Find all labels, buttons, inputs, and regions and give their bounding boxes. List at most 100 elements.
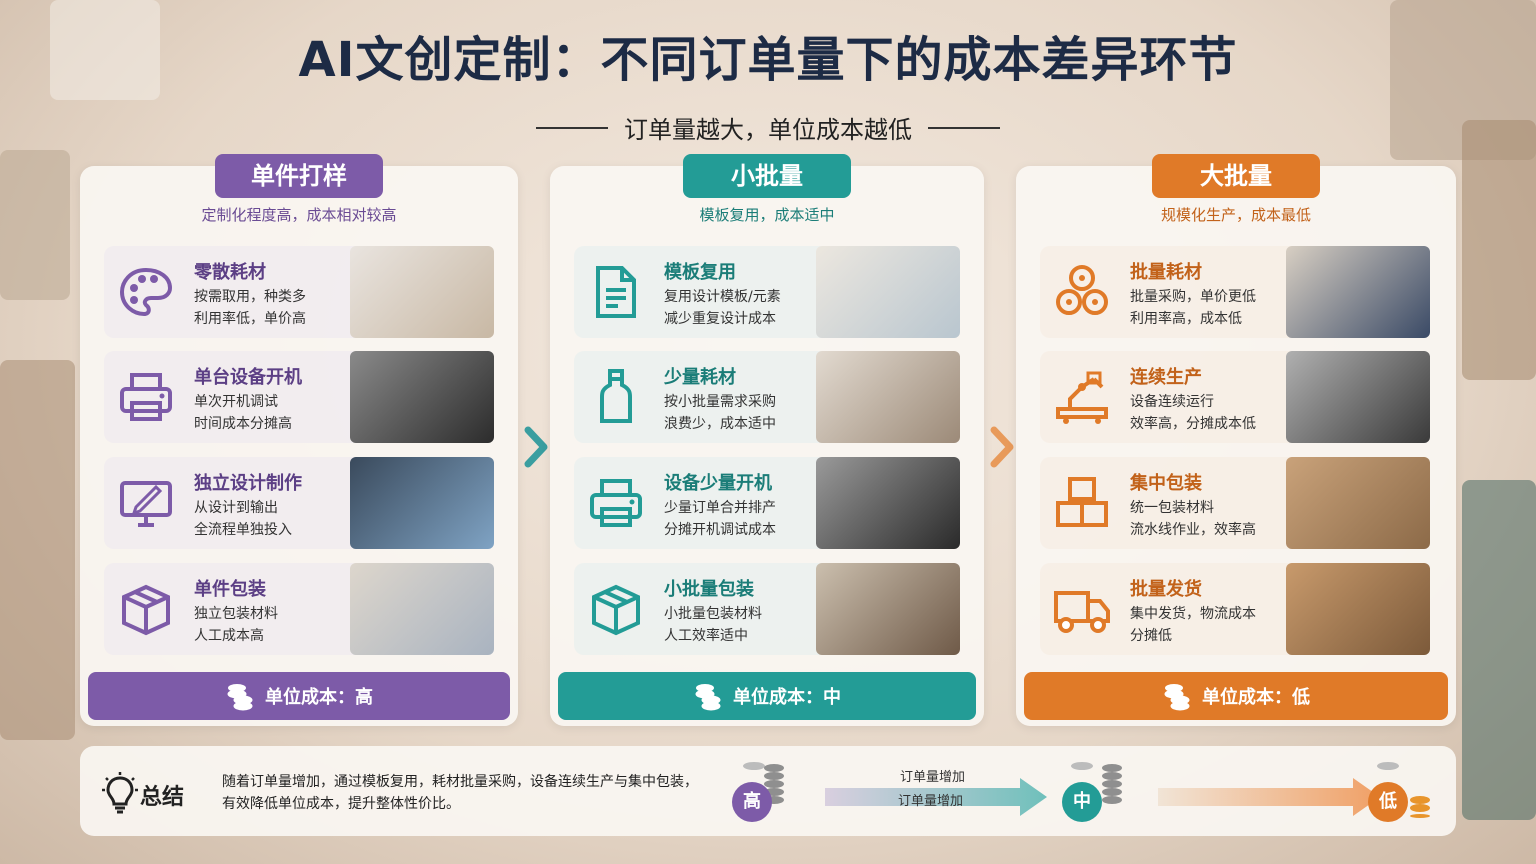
palette-icon [116, 262, 176, 322]
chevron-right-icon [990, 426, 1014, 468]
item-desc: 效率高，分摊成本低 [1130, 416, 1256, 432]
unit-cost-bar: 单位成本：中 [558, 672, 976, 720]
panel-tag: 单件打样 [215, 154, 383, 198]
unit-cost-bar: 单位成本：高 [88, 672, 510, 720]
item-name: 零散耗材 [194, 262, 266, 283]
item-desc: 分摊开机调试成本 [664, 522, 776, 538]
list-item: 模板复用 复用设计模板/元素 减少重复设计成本 [574, 246, 960, 338]
page-subtitle: 订单量越大，单位成本越低 [624, 116, 912, 144]
box-icon [116, 579, 176, 639]
photo-printer [816, 457, 960, 549]
item-desc: 少量订单合并排产 [664, 500, 776, 516]
photo-bulk-materials [1286, 246, 1430, 338]
subtitle-divider-left [536, 126, 608, 129]
subtitle-divider-right [928, 126, 1000, 129]
item-desc: 人工成本高 [194, 628, 264, 644]
item-desc: 减少重复设计成本 [664, 311, 776, 327]
flow-label: 订单量增加 [898, 794, 964, 809]
item-desc: 复用设计模板/元素 [664, 289, 781, 305]
truck-icon [1052, 579, 1112, 639]
item-desc: 利用率低，单价高 [194, 311, 306, 327]
panel-subtitle: 规模化生产，成本最低 [1160, 206, 1311, 224]
list-item: 独立设计制作 从设计到输出 全流程单独投入 [104, 457, 494, 549]
photo-shipping-boxes [1286, 563, 1430, 655]
item-desc: 集中发货，物流成本 [1130, 606, 1256, 622]
coins-icon [1162, 681, 1192, 711]
coin-stack-icon [1071, 762, 1122, 804]
panel-tag: 小批量 [683, 154, 851, 198]
unit-cost-label: 单位成本：中 [733, 687, 841, 708]
bottle-icon [586, 367, 646, 427]
item-desc: 人工效率适中 [664, 628, 748, 644]
photo-monitor [350, 457, 494, 549]
item-desc: 设备连续运行 [1130, 394, 1214, 410]
coin-stack-icon [1377, 762, 1430, 818]
printer-icon [116, 367, 176, 427]
panel-tag: 大批量 [1152, 154, 1320, 198]
summary-text: 随着订单量增加，通过模板复用，耗材批量采购，设备连续生产与集中包装， [222, 774, 698, 790]
panel-single-sample: 单件打样 定制化程度高，成本相对较高 零散耗材 按需取用，种类多 利用率低，单价… [80, 154, 518, 726]
document-icon [586, 262, 646, 322]
list-item: 零散耗材 按需取用，种类多 利用率低，单价高 [104, 246, 494, 338]
background-cutting-mat [1462, 480, 1536, 820]
item-desc: 利用率高，成本低 [1130, 311, 1242, 327]
item-name: 单件包装 [194, 579, 266, 600]
item-desc: 批量采购，单价更低 [1130, 289, 1256, 305]
unit-cost-label: 单位成本：高 [265, 687, 373, 708]
robot-arm-icon [1052, 367, 1112, 427]
photo-production-line [1286, 351, 1430, 443]
item-desc: 按小批量需求采购 [664, 394, 776, 410]
list-item: 单件包装 独立包装材料 人工成本高 [104, 563, 494, 655]
item-desc: 从设计到输出 [194, 500, 278, 516]
photo-materials [816, 351, 960, 443]
item-desc: 按需取用，种类多 [194, 289, 306, 305]
header: AI文创定制：不同订单量下的成本差异环节 订单量越大，单位成本越低 [0, 28, 1536, 145]
item-desc: 单次开机调试 [194, 394, 278, 410]
photo-materials [350, 246, 494, 338]
item-name: 批量发货 [1130, 579, 1202, 600]
item-name: 单台设备开机 [194, 367, 302, 388]
item-name: 设备少量开机 [664, 473, 772, 494]
boxes-icon [1052, 473, 1112, 533]
item-name: 少量耗材 [664, 367, 736, 388]
photo-printer [350, 351, 494, 443]
lightbulb-icon [102, 772, 138, 814]
list-item: 连续生产 设备连续运行 效率高，分摊成本低 [1040, 351, 1430, 443]
item-desc: 统一包装材料 [1130, 500, 1214, 516]
list-item: 批量耗材 批量采购，单价更低 利用率高，成本低 [1040, 246, 1430, 338]
background-keychains [0, 360, 75, 740]
panel-subtitle: 模板复用，成本适中 [699, 206, 835, 224]
item-desc: 流水线作业，效率高 [1130, 522, 1256, 538]
background-art-print-right [1462, 120, 1536, 380]
photo-package [350, 563, 494, 655]
list-item: 单台设备开机 单次开机调试 时间成本分摊高 [104, 351, 494, 443]
item-desc: 时间成本分摊高 [194, 416, 292, 432]
unit-cost-bar: 单位成本：低 [1024, 672, 1448, 720]
background-mug [50, 0, 160, 100]
list-item: 少量耗材 按小批量需求采购 浪费少，成本适中 [574, 351, 960, 443]
photo-packaging [1286, 457, 1430, 549]
item-name: 小批量包装 [664, 579, 754, 600]
coins-icon [225, 681, 255, 711]
item-desc: 全流程单独投入 [194, 522, 292, 538]
summary-panel: 总结 随着订单量增加，通过模板复用，耗材批量采购，设备连续生产与集中包装， 有效… [80, 746, 1456, 836]
item-desc: 浪费少，成本适中 [664, 416, 776, 432]
item-name: 集中包装 [1130, 473, 1202, 494]
page-title: AI文创定制：不同订单量下的成本差异环节 [298, 32, 1238, 88]
printer-icon [586, 473, 646, 533]
box-icon [586, 579, 646, 639]
flow-label: 订单量增加 [900, 770, 966, 785]
photo-package [816, 563, 960, 655]
unit-cost-label: 单位成本：低 [1202, 687, 1310, 708]
item-name: 连续生产 [1130, 367, 1202, 388]
level-high-badge: 高 [732, 782, 772, 822]
subtitle-row: 订单量越大，单位成本越低 [0, 110, 1536, 145]
list-item: 集中包装 统一包装材料 流水线作业，效率高 [1040, 457, 1430, 549]
flow-arrow-1 [825, 778, 1047, 816]
panel-large-batch: 大批量 规模化生产，成本最低 批量耗材 批量采购，单价更低 利用率高，成本低 连… [1016, 154, 1456, 726]
item-name: 独立设计制作 [194, 473, 302, 494]
chevron-right-icon [524, 426, 548, 468]
level-low-badge: 低 [1368, 782, 1408, 822]
coins-icon [693, 681, 723, 711]
summary-text: 有效降低单位成本，提升整体性价比。 [222, 796, 460, 812]
